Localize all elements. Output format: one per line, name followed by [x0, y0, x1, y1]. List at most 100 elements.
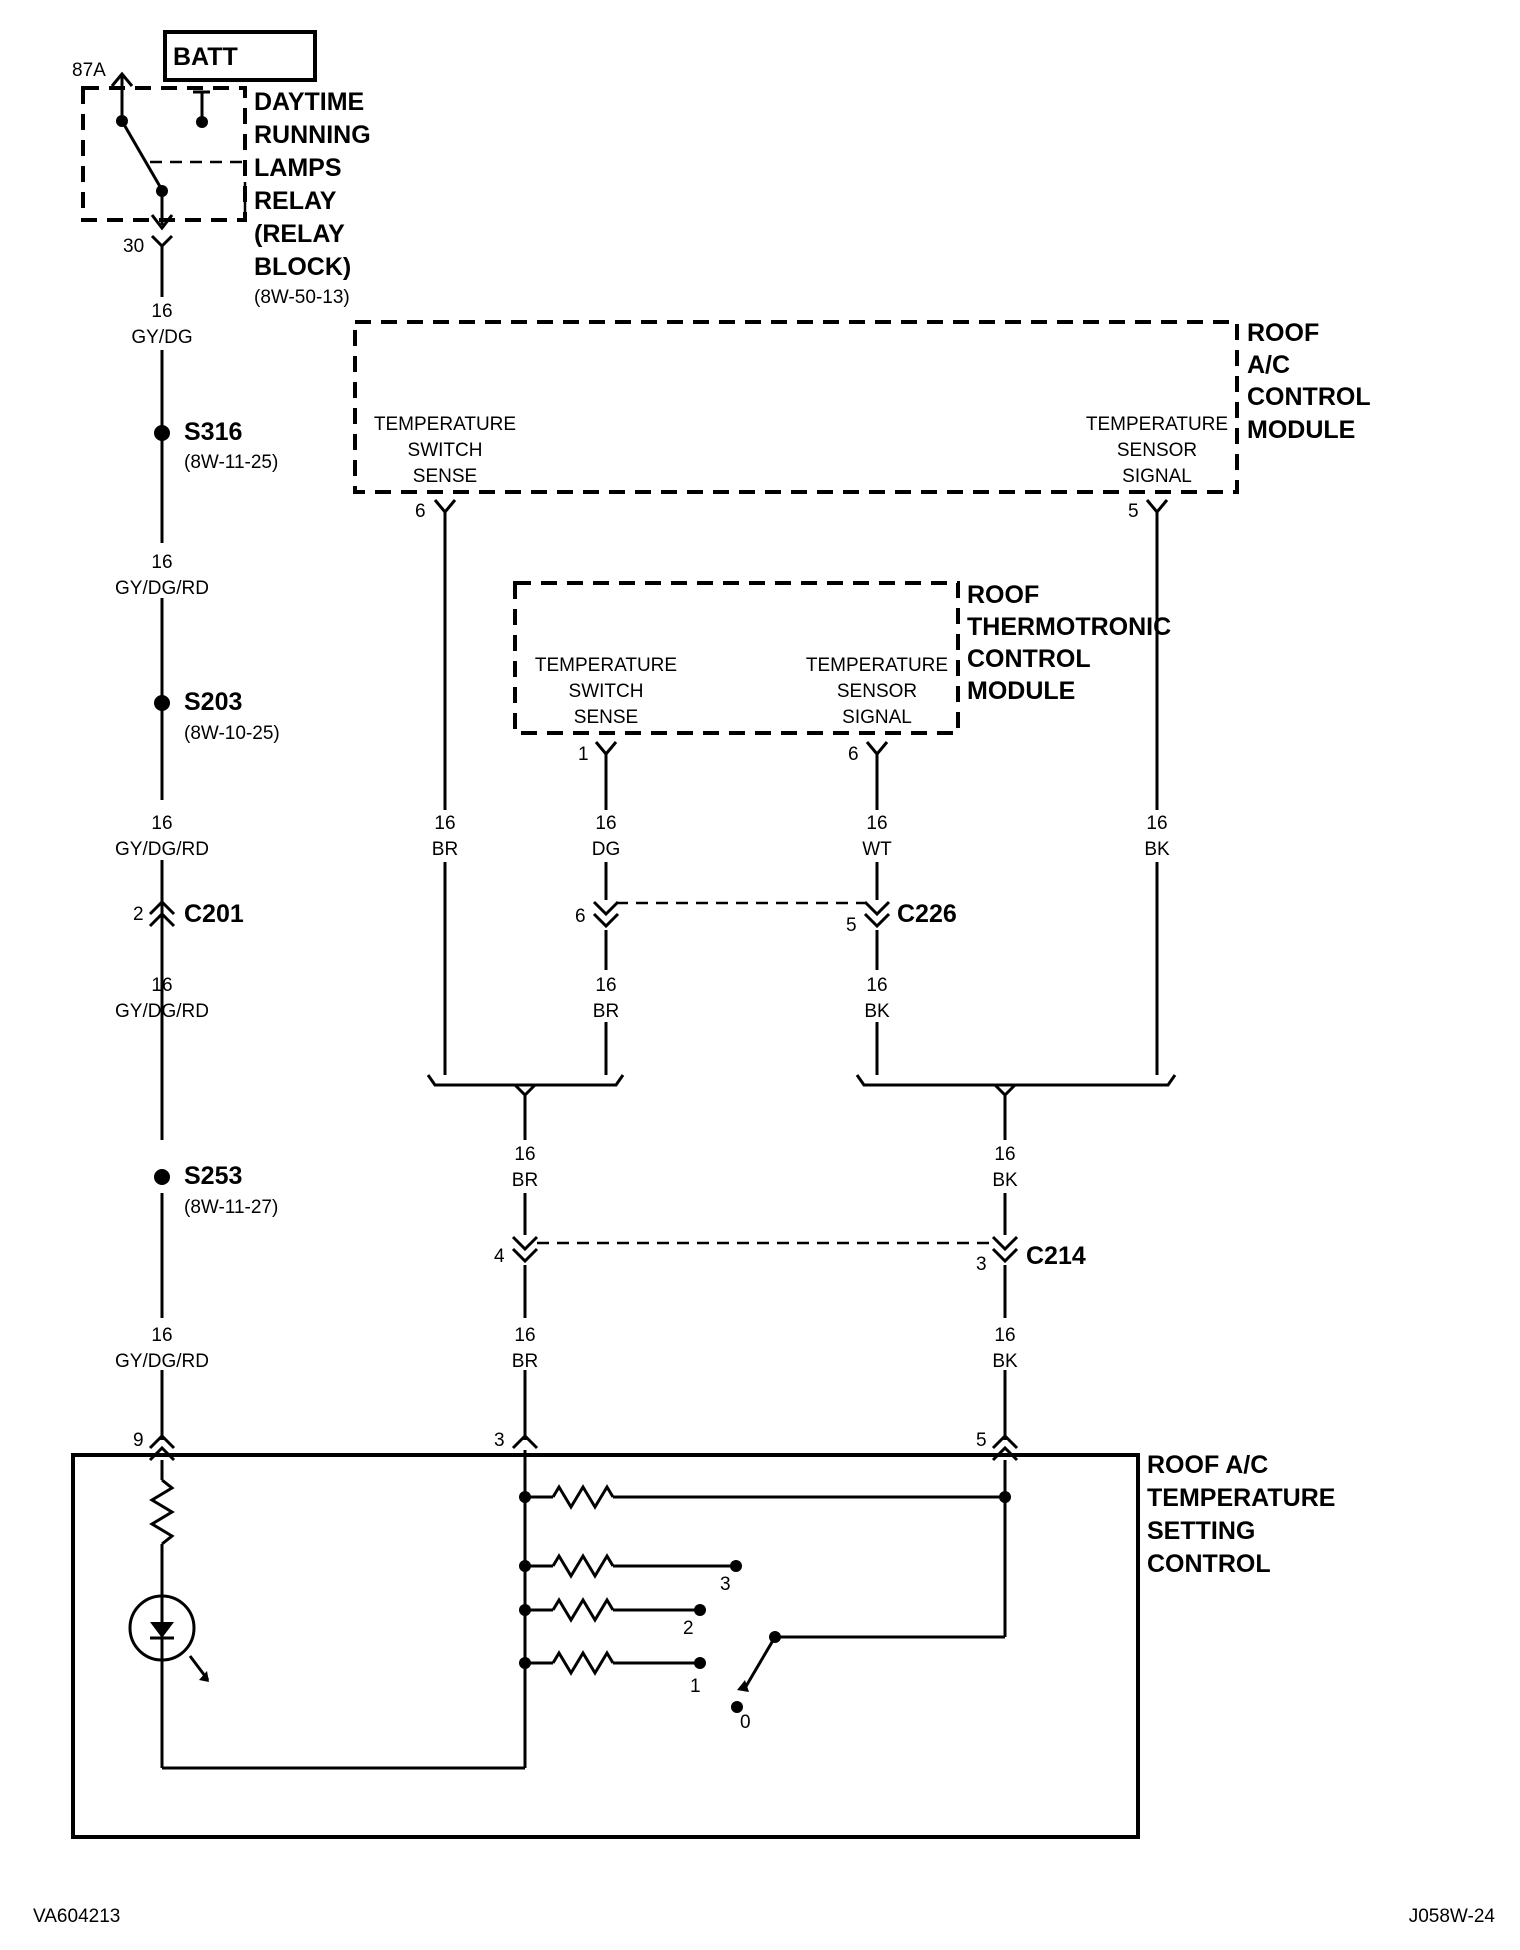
splice-s316: S316 [184, 418, 242, 446]
thermotronic-left-label: TEMPERATURE SWITCH SENSE [535, 655, 677, 728]
svg-text:ROOF: ROOF [1247, 319, 1319, 347]
svg-text:ROOF: ROOF [967, 581, 1039, 609]
junction-br [426, 1074, 625, 1140]
wire-br-mid-bottom-gauge: 16 [514, 1325, 535, 1346]
roof-ac-control-module-box [353, 320, 1239, 494]
left-wire-color-1: GY/DG [131, 327, 192, 348]
svg-text:SENSE: SENSE [413, 466, 477, 487]
thermotronic-pin-1: 1 [578, 744, 589, 765]
wire-tt-right-top-gauge: 16 [866, 813, 887, 834]
svg-text:BLOCK): BLOCK) [254, 253, 351, 281]
svg-text:CONTROL: CONTROL [1147, 1550, 1271, 1578]
wire-tt-left-top-color: DG [592, 839, 621, 860]
roof-ac-pin5-connector [1145, 499, 1169, 515]
setting-control-pins [148, 1433, 1019, 1462]
switch-position-1: 1 [690, 1676, 701, 1697]
c201-label: C201 [184, 900, 244, 928]
svg-text:(RELAY: (RELAY [254, 220, 345, 248]
wire-bk-mid-top-color: BK [992, 1170, 1018, 1191]
svg-text:TEMPERATURE: TEMPERATURE [1147, 1484, 1335, 1512]
setting-pin-5: 5 [976, 1430, 987, 1451]
c214-pin-3: 3 [976, 1254, 987, 1275]
svg-text:RELAY: RELAY [254, 187, 337, 215]
svg-text:ROOF A/C: ROOF A/C [1147, 1451, 1268, 1479]
c226-pin-6: 6 [575, 906, 586, 927]
svg-text:SIGNAL: SIGNAL [1122, 466, 1192, 487]
splice-s203-dot [154, 695, 170, 711]
wire-tt-left-bottom-color: BR [593, 1001, 619, 1022]
wire-ac-right-color: BK [1144, 839, 1170, 860]
left-wire-gauge-2: 16 [151, 552, 172, 573]
thermotronic-right-label: TEMPERATURE SENSOR SIGNAL [806, 655, 948, 728]
wire-bk-mid-bottom-color: BK [992, 1351, 1018, 1372]
splice-s316-ref: (8W-11-25) [184, 452, 278, 473]
wire-br-mid-top-gauge: 16 [514, 1144, 535, 1165]
svg-text:LAMPS: LAMPS [254, 154, 342, 182]
left-wire-color-2: GY/DG/RD [115, 578, 209, 599]
wire-ac-right-gauge: 16 [1146, 813, 1167, 834]
c214-pin-4: 4 [494, 1246, 505, 1267]
wire-bk-mid-bottom-gauge: 16 [994, 1325, 1015, 1346]
batt-box [163, 30, 317, 82]
junction-bk [855, 1074, 1177, 1140]
svg-text:TEMPERATURE: TEMPERATURE [535, 655, 677, 676]
setting-pin-3: 3 [494, 1430, 505, 1451]
thermotronic-pin1-connector [594, 741, 618, 757]
splice-s253: S253 [184, 1162, 242, 1190]
setting-pin-9: 9 [133, 1430, 144, 1451]
svg-text:SENSE: SENSE [574, 707, 638, 728]
wire-br-mid-bottom-color: BR [512, 1351, 538, 1372]
svg-text:SENSOR: SENSOR [837, 681, 917, 702]
splice-s253-ref: (8W-11-27) [184, 1197, 278, 1218]
roof-ac-left-label: TEMPERATURE SWITCH SENSE [374, 414, 516, 487]
svg-text:MODULE: MODULE [1247, 416, 1355, 444]
left-wire-color-4: GY/DG/RD [115, 1001, 209, 1022]
setting-control-title: ROOF A/C TEMPERATURE SETTING CONTROL [1147, 1451, 1335, 1578]
svg-text:TEMPERATURE: TEMPERATURE [1086, 414, 1228, 435]
svg-text:THERMOTRONIC: THERMOTRONIC [967, 613, 1171, 641]
wire-tt-left-bottom-gauge: 16 [595, 975, 616, 996]
left-wire-gauge-5: 16 [151, 1325, 172, 1346]
svg-text:CONTROL: CONTROL [967, 645, 1091, 673]
wire-br-mid-top-color: BR [512, 1170, 538, 1191]
wire-tt-left-top-gauge: 16 [595, 813, 616, 834]
c226-pin-5: 5 [846, 915, 857, 936]
c201-pin: 2 [133, 904, 144, 925]
wire-ac-left-gauge: 16 [434, 813, 455, 834]
drl-relay-title: DAYTIME RUNNING LAMPS RELAY (RELAY BLOCK… [254, 88, 371, 281]
wire-tt-right-bottom-color: BK [864, 1001, 890, 1022]
svg-text:RUNNING: RUNNING [254, 121, 371, 149]
thermotronic-pin-6: 6 [848, 744, 859, 765]
svg-text:SIGNAL: SIGNAL [842, 707, 912, 728]
setting-control-box [71, 1453, 1140, 1839]
resistor-network [519, 1450, 1011, 1768]
wire-ac-left-color: BR [432, 839, 458, 860]
svg-text:MODULE: MODULE [967, 677, 1075, 705]
svg-text:SETTING: SETTING [1147, 1517, 1255, 1545]
drl-pin-87a: 87A [72, 60, 106, 81]
wire-bk-mid-top-gauge: 16 [994, 1144, 1015, 1165]
c226-label: C226 [897, 900, 957, 928]
svg-text:SWITCH: SWITCH [408, 440, 483, 461]
svg-text:DAYTIME: DAYTIME [254, 88, 364, 116]
drl-relay-ref: (8W-50-13) [254, 287, 350, 308]
wire-tt-right-bottom-gauge: 16 [866, 975, 887, 996]
lower-wires [523, 1193, 1007, 1440]
left-wire-gauge-3: 16 [151, 813, 172, 834]
connector-c226 [592, 900, 891, 929]
splice-s316-dot [154, 425, 170, 441]
svg-text:A/C: A/C [1247, 351, 1290, 379]
switch-position-2: 2 [683, 1618, 694, 1639]
drl-relay [81, 71, 247, 249]
connector-c201 [148, 899, 176, 940]
svg-text:SENSOR: SENSOR [1117, 440, 1197, 461]
svg-text:TEMPERATURE: TEMPERATURE [374, 414, 516, 435]
footer-code-right: J058W-24 [1409, 1906, 1496, 1927]
roof-ac-pin6-connector [433, 499, 457, 515]
left-wire-color-5: GY/DG/RD [115, 1351, 209, 1372]
roof-thermotronic-module-box [513, 581, 960, 735]
connector-c214 [511, 1235, 1019, 1264]
svg-text:SWITCH: SWITCH [569, 681, 644, 702]
roof-ac-pin-5: 5 [1128, 501, 1139, 522]
